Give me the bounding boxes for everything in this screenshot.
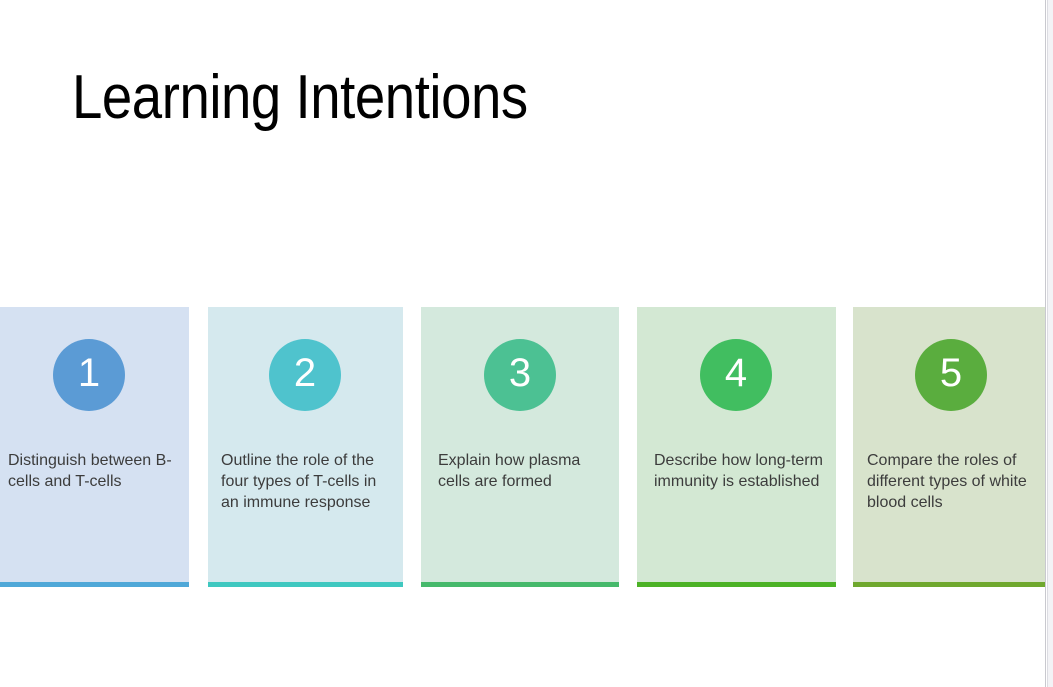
learning-intention-card-2[interactable]: 2 Outline the role of the four types of … [208,307,403,587]
learning-intention-card-3[interactable]: 3 Explain how plasma cells are formed [421,307,619,587]
card-background-1: 1 Distinguish between B-cells and T-cell… [0,307,189,582]
card-text-5: Compare the roles of different types of … [867,452,1027,511]
card-accent-bar-1 [0,582,189,587]
card-number-circle-5: 5 [915,339,987,411]
card-background-4: 4 Describe how long-term immunity is est… [637,307,836,582]
card-text-3: Explain how plasma cells are formed [438,452,581,490]
card-number-circle-2: 2 [269,339,341,411]
card-accent-bar-3 [421,582,619,587]
card-background-5: 5 Compare the roles of different types o… [853,307,1045,582]
card-number-label-2: 2 [293,351,317,395]
learning-intentions-card-row: 1 Distinguish between B-cells and T-cell… [0,307,1045,587]
page-title: Learning Intentions [72,63,528,132]
card-text-1: Distinguish between B-cells and T-cells [8,452,172,490]
card-number-circle-4: 4 [700,339,772,411]
card-number-label-5: 5 [939,351,963,395]
learning-intention-card-1[interactable]: 1 Distinguish between B-cells and T-cell… [0,307,189,587]
window-edge-strip [1047,0,1053,687]
card-number-label-1: 1 [77,351,101,395]
card-number-label-4: 4 [724,351,748,395]
card-background-2: 2 Outline the role of the four types of … [208,307,403,582]
card-number-circle-3: 3 [484,339,556,411]
card-accent-bar-2 [208,582,403,587]
card-accent-bar-5 [853,582,1045,587]
card-accent-bar-4 [637,582,836,587]
card-text-2: Outline the role of the four types of T-… [221,452,377,511]
learning-intention-card-5[interactable]: 5 Compare the roles of different types o… [853,307,1045,587]
card-background-3: 3 Explain how plasma cells are formed [421,307,619,582]
card-number-circle-1: 1 [53,339,125,411]
learning-intention-card-4[interactable]: 4 Describe how long-term immunity is est… [637,307,836,587]
card-text-4: Describe how long-term immunity is estab… [654,452,823,490]
card-number-label-3: 3 [508,351,532,395]
